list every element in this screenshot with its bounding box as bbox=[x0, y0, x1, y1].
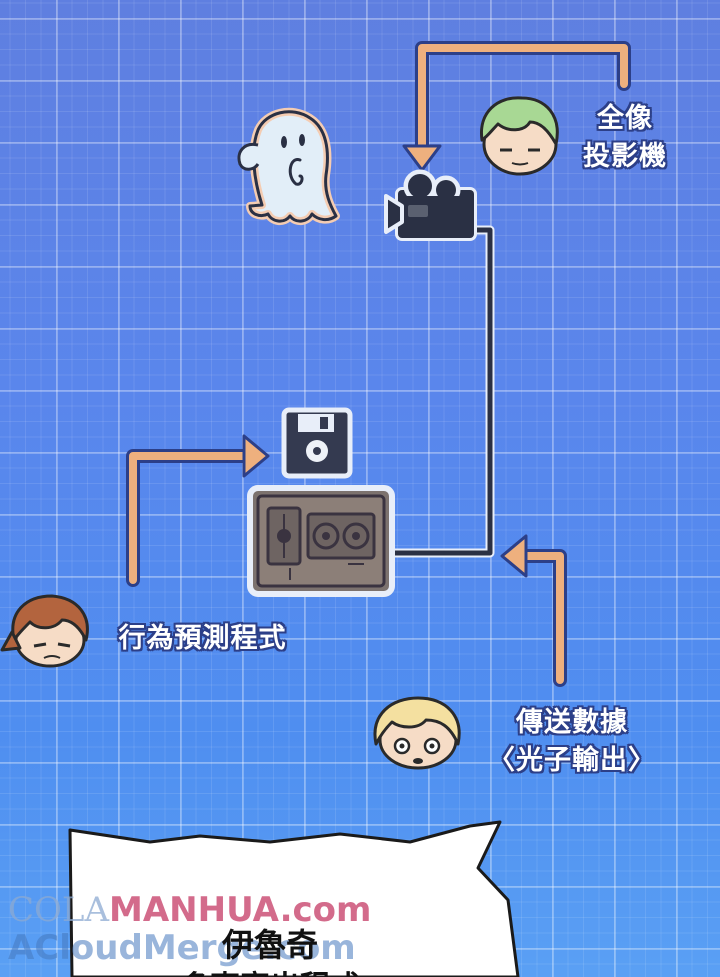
label-projector-line1: 全像 bbox=[597, 103, 653, 134]
label-transmit-line2: 〈光子輸出〉 bbox=[488, 745, 656, 776]
projector-icon bbox=[384, 169, 477, 241]
character-face-blonde-hair bbox=[373, 696, 461, 770]
character-face-brown-hair bbox=[0, 594, 89, 668]
floppy-disk-icon bbox=[281, 407, 353, 479]
label-behavior-prediction: 行為預測程式 bbox=[118, 623, 287, 654]
label-projector: 全像 投影機 bbox=[570, 100, 680, 176]
label-projector-line2: 投影機 bbox=[583, 141, 667, 172]
label-transmit-data: 傳送數據 〈光子輸出〉 bbox=[472, 704, 672, 780]
arrow-to-projector bbox=[402, 41, 631, 172]
watermark-line2: ACloudMerge.com bbox=[8, 928, 356, 968]
character-face-green-hair bbox=[480, 96, 559, 176]
bubble-speaker: 伊魯奇 bbox=[221, 926, 318, 964]
arrow-to-device bbox=[500, 534, 567, 687]
speech-bubble bbox=[68, 820, 520, 977]
bubble-text: 多事密出程式 bbox=[130, 962, 410, 977]
arrow-to-floppy bbox=[126, 434, 270, 587]
watermark-manhua: MANHUA.com bbox=[109, 890, 372, 930]
label-transmit-line1: 傳送數據 bbox=[516, 707, 628, 738]
ghost-icon bbox=[237, 107, 340, 225]
tape-device-icon bbox=[247, 485, 395, 597]
watermark-line1: COLAMANHUA.com bbox=[8, 890, 371, 930]
watermark-cola: COLA bbox=[8, 890, 110, 930]
cable bbox=[385, 225, 495, 558]
